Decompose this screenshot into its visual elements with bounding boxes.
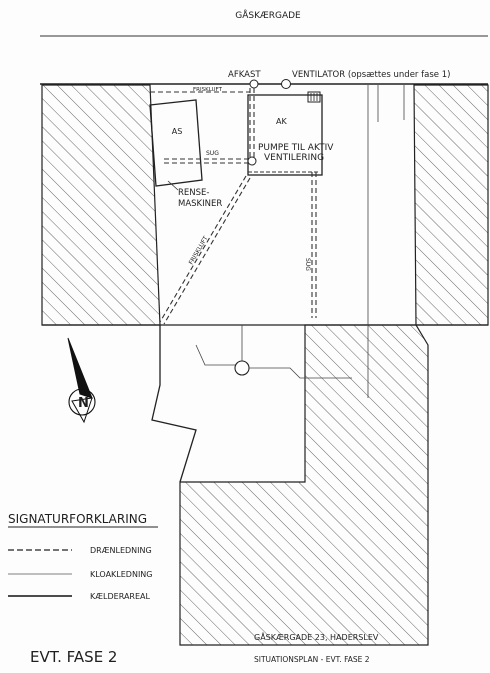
sug-horizontal-label: SUG <box>206 150 219 157</box>
room-as <box>149 99 203 187</box>
rense-label-line2: MASKINER <box>178 199 222 209</box>
sewer-line-yard <box>249 367 352 379</box>
friskluft-diagonal-label: FRISKLUFT <box>188 235 210 266</box>
room-ak-label: AK <box>276 117 287 126</box>
ventilator-symbol <box>281 79 291 89</box>
legend-basement-label: KÆLDERAREAL <box>90 592 151 601</box>
ventilator-label: VENTILATOR (opsættes under fase 1) <box>292 70 450 80</box>
address-label: GÅSKÆRGADE 23, HADERSLEV <box>254 631 379 642</box>
street-label: GÅSKÆRGADE <box>235 9 301 21</box>
ventilator-unit <box>307 91 321 103</box>
suction-point <box>247 156 257 166</box>
afkast-label: AFKAST <box>228 70 261 80</box>
plan-label: SITUATIONSPLAN - EVT. FASE 2 <box>254 655 370 664</box>
room-ak <box>247 94 323 176</box>
north-label: N <box>78 396 89 411</box>
yard-sewer-branch <box>195 344 236 366</box>
manhole-circle <box>234 360 250 376</box>
yard-left-wall <box>151 325 197 483</box>
legend-drain-label: DRÆNLEDNING <box>90 546 152 555</box>
drain-friskluft-diagonal <box>159 175 247 323</box>
afkast-outlet <box>249 79 259 89</box>
basement-area-right <box>413 84 489 326</box>
legend-title: SIGNATURFORKLARING <box>8 512 147 526</box>
friskluft-top-label: FRISKLUFT <box>193 87 223 93</box>
north-arrow-icon: N <box>67 337 96 424</box>
pump-label-line1: PUMPE TIL AKTIV <box>258 143 334 153</box>
rense-label-line1: RENSE- <box>178 188 209 198</box>
phase-label: EVT. FASE 2 <box>30 648 117 666</box>
legend-sewer-label: KLOAKLEDNING <box>90 570 153 579</box>
pump-label-line2: VENTILERING <box>264 153 324 163</box>
basement-area-bottom <box>179 324 429 646</box>
room-as-label: AS <box>172 127 183 136</box>
sug-vertical-label: SUG <box>304 258 311 271</box>
basement-area-left <box>41 84 161 326</box>
